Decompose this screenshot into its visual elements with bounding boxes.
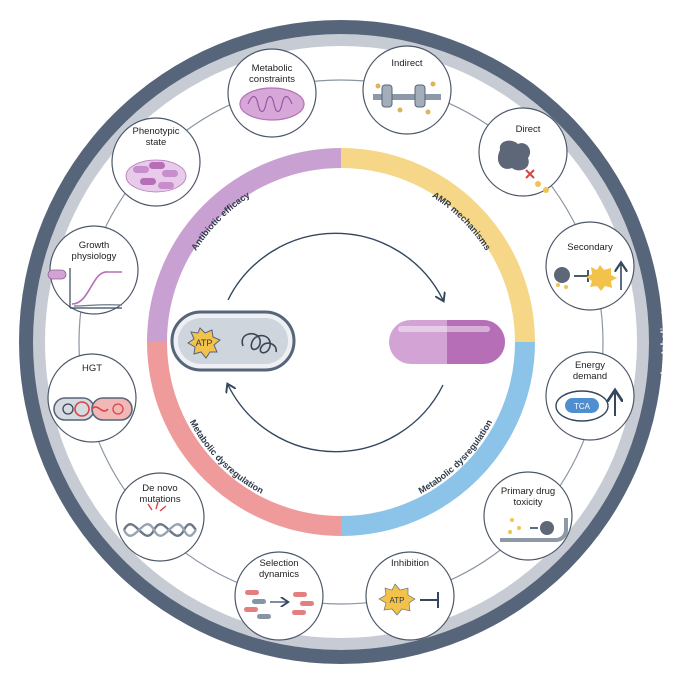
node-secondary: Secondary <box>545 221 635 311</box>
plasmid-transfer-icon <box>53 397 133 421</box>
node-phenotypic-state: Phenotypic state <box>111 117 201 207</box>
node-selection-dynamics: Selection dynamics <box>234 551 324 641</box>
drug-mechanism-label: Drug mechanism of action <box>6 387 17 513</box>
node-label-line: HGT <box>82 363 102 374</box>
dna-coil-icon <box>241 333 277 354</box>
cell-population-icon <box>244 590 314 619</box>
tca-label: TCA <box>574 402 591 411</box>
cycle-arrow-top <box>227 232 443 300</box>
node-label-line: De novo <box>142 483 177 494</box>
arc-metabolic-dysregulation-right <box>340 341 535 536</box>
node-label-line: state <box>146 137 167 148</box>
node-direct: Direct <box>478 107 568 197</box>
node-inhibition: Inhibition ATP <box>365 551 455 641</box>
node-label-line: constraints <box>249 74 295 85</box>
bacterium-atp-label: ATP <box>196 338 213 348</box>
node-label-line: Phenotypic <box>132 126 179 137</box>
inhibition-atp-label: ATP <box>390 596 405 605</box>
antibiotic-pill-icon <box>389 320 505 364</box>
host-context-label: Host context <box>311 7 372 18</box>
node-label-line: mutations <box>139 494 180 505</box>
bacterial-metabolic-state-label: Bacterial metabolic state <box>660 296 671 414</box>
node-label-line: Secondary <box>567 242 613 253</box>
node-label-line: Energy <box>575 360 605 371</box>
node-label-line: physiology <box>72 251 117 262</box>
node-label-line: Inhibition <box>391 558 429 569</box>
atp-starburst-icon <box>187 327 221 359</box>
node-label-line: Indirect <box>391 58 423 69</box>
node-hgt: HGT <box>47 353 137 443</box>
atp-inhibition-icon: ATP <box>378 583 439 616</box>
cycle-arrow-bottom <box>228 385 444 453</box>
arc-amr-mechanisms <box>340 148 535 343</box>
dna-helix-icon <box>122 501 197 537</box>
node-label-line: Metabolic <box>252 63 293 74</box>
bacterium-icon: ATP <box>170 310 296 372</box>
arc-metabolic-dysregulation-left <box>147 341 342 536</box>
enzyme-inactivation-icon <box>497 140 549 193</box>
growth-curve-icon <box>47 268 123 309</box>
node-ring <box>78 79 604 605</box>
node-label-line: dynamics <box>259 569 299 580</box>
node-label-line: Selection <box>259 558 298 569</box>
node-label-line: Direct <box>516 124 541 135</box>
node-de-novo-mutations: De novo mutations <box>115 472 205 562</box>
node-metabolic-constraints: Metabolic constraints <box>227 48 317 138</box>
secondary-atp-icon <box>554 264 621 291</box>
node-growth-physiology: Growth physiology <box>47 225 139 315</box>
mitochondrion-icon <box>239 87 305 121</box>
node-label-line: Primary drug <box>501 486 555 497</box>
node-primary-drug-toxicity: Primary drug toxicity <box>483 471 573 561</box>
drug-toxicity-icon <box>500 518 568 542</box>
node-label-line: Growth <box>79 240 110 251</box>
node-label-line: demand <box>573 371 607 382</box>
arc-antibiotic-efficacy <box>147 148 342 343</box>
node-energy-demand: Energy demand TCA <box>545 351 635 441</box>
node-label-line: toxicity <box>513 497 542 508</box>
biofilm-icon <box>125 159 187 193</box>
node-indirect: Indirect <box>362 45 452 135</box>
membrane-pump-icon <box>373 81 441 115</box>
tca-cycle-icon: TCA <box>555 391 615 422</box>
